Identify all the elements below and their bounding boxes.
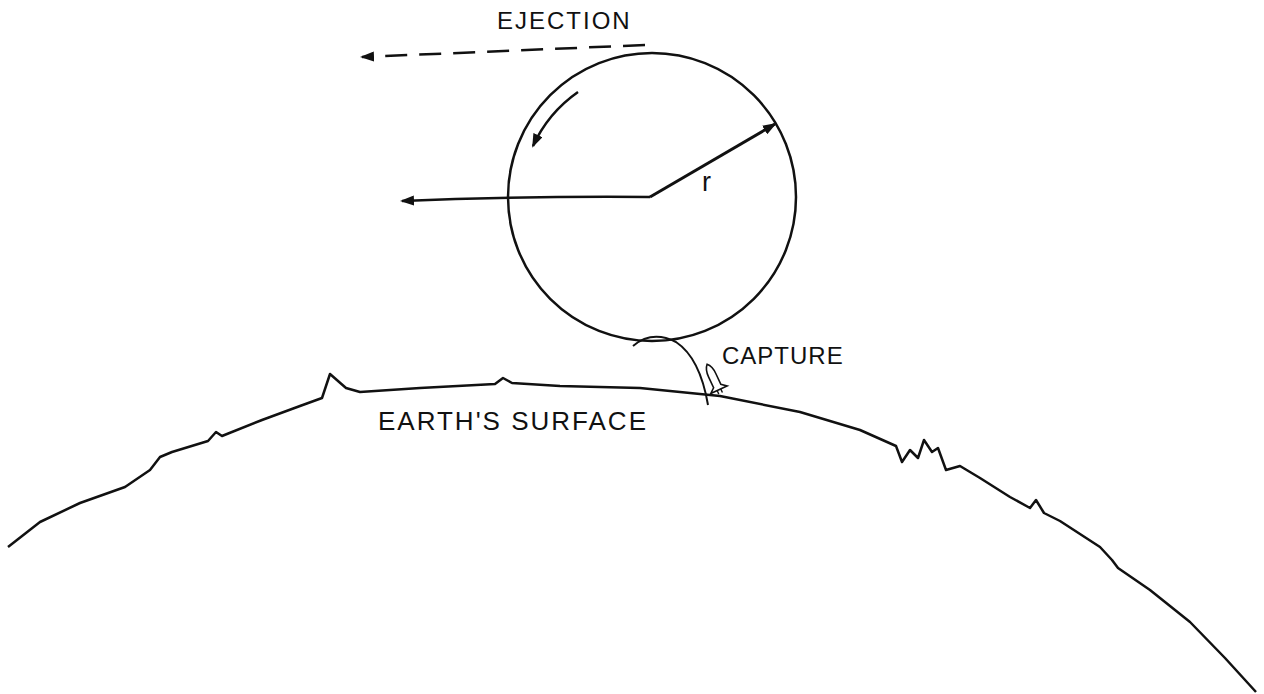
diagram-label: EARTH'S SURFACE bbox=[378, 406, 648, 436]
text-label: CAPTURE bbox=[722, 342, 844, 370]
radius-line bbox=[650, 124, 775, 197]
diagram-label: CAPTURE bbox=[722, 342, 844, 369]
capture-trajectory bbox=[633, 337, 708, 405]
departure-arrow bbox=[402, 197, 650, 201]
ejection-arrow bbox=[362, 45, 645, 57]
orbit-circle: r bbox=[506, 51, 798, 343]
radius-symbol: r bbox=[702, 167, 711, 198]
text-label: EARTH'S SURFACE bbox=[378, 406, 648, 437]
circle-outline bbox=[506, 51, 798, 343]
text-label: EJECTION bbox=[497, 7, 632, 35]
rotation-arrow bbox=[533, 92, 578, 146]
earth-surface bbox=[8, 374, 1256, 692]
diagram-label: EJECTION bbox=[497, 7, 632, 34]
